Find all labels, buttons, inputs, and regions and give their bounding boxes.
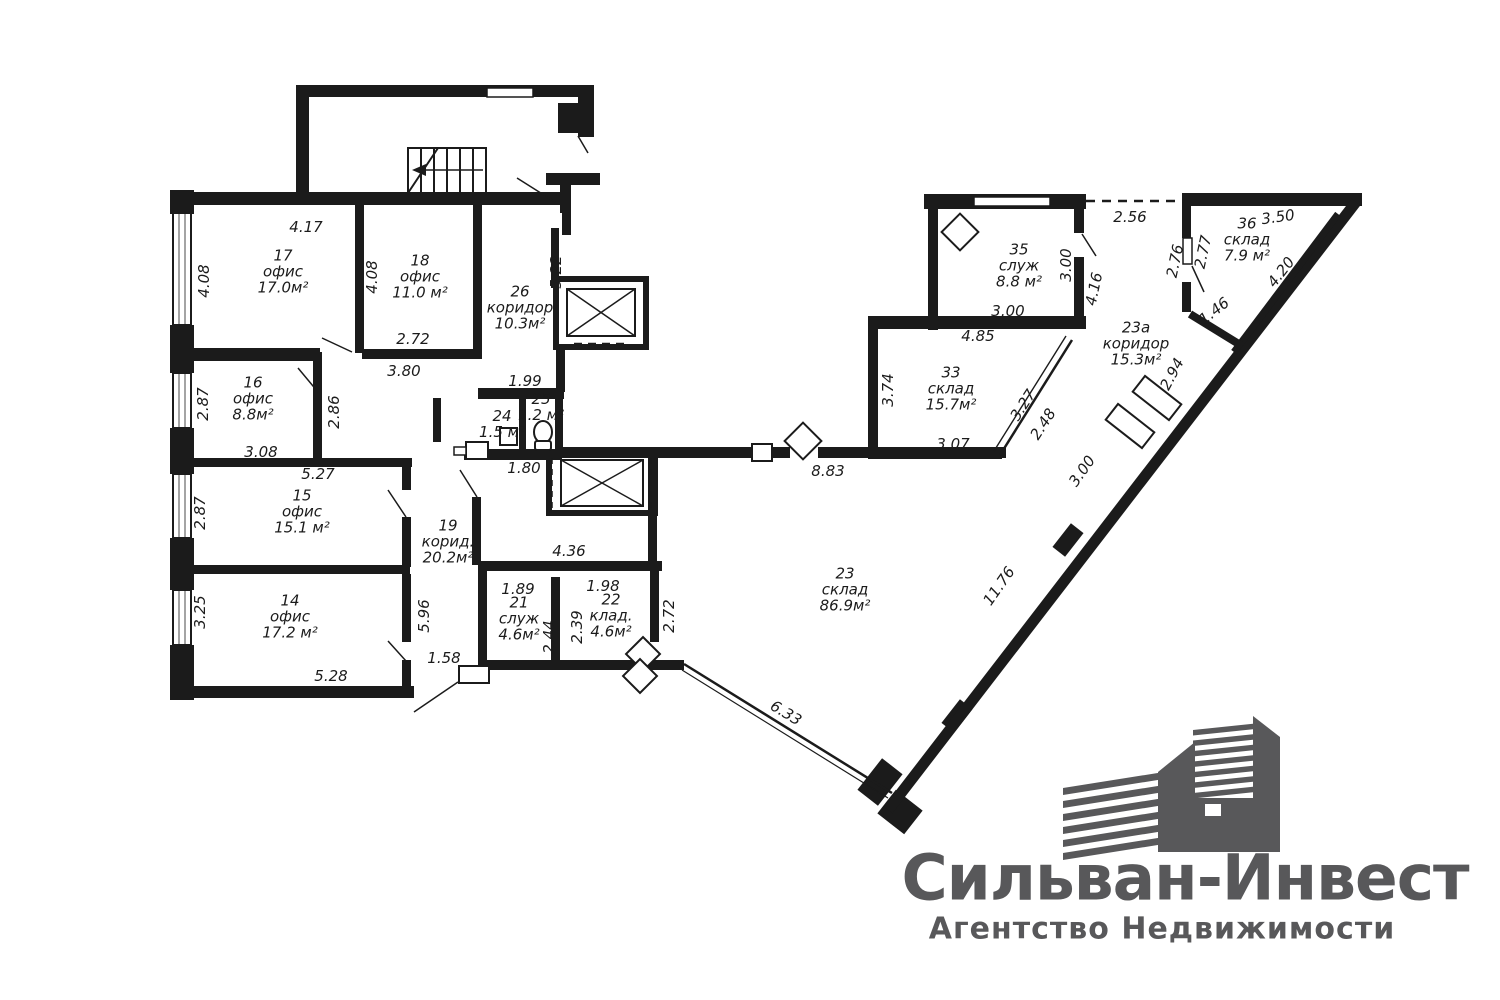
window-icon (1182, 237, 1193, 265)
diagonal-walls (681, 198, 1361, 814)
logo-building-graphic (1063, 716, 1280, 860)
elevator-icon (546, 450, 658, 516)
sink-icon (499, 427, 518, 446)
door-icon (940, 212, 980, 252)
window-icon (486, 87, 534, 98)
door-icon (624, 635, 662, 673)
fixtures (453, 420, 773, 684)
window-icon (172, 589, 192, 646)
radiator-icon (465, 441, 489, 460)
door-swing-lines (297, 135, 1205, 713)
door-icon (621, 657, 659, 695)
elevator-shafts (546, 276, 658, 516)
stairs-icon (407, 147, 487, 194)
entrance-steps (1104, 374, 1183, 450)
window-icon (172, 473, 192, 539)
window-icon (172, 211, 192, 326)
toilet-icon (533, 420, 553, 444)
doors (297, 135, 1205, 713)
radiator-icon (458, 665, 490, 684)
column-icon (751, 443, 773, 462)
radiator-icon (453, 446, 467, 456)
window-icon (172, 372, 192, 429)
toilet-tank (534, 440, 552, 451)
windows (172, 87, 1193, 646)
window-icon (973, 196, 1051, 207)
elevator-icon (553, 276, 649, 350)
door-icon (783, 421, 823, 461)
